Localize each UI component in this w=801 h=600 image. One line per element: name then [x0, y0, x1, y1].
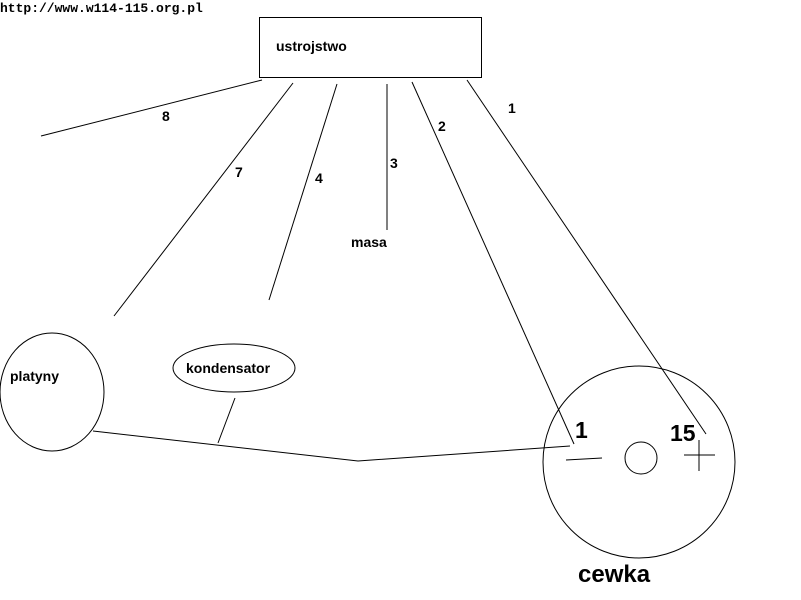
device-box	[259, 17, 482, 78]
wire-4	[268, 83, 338, 301]
wire-3-label: 3	[390, 155, 398, 171]
coil-terminal-15: 15	[670, 420, 696, 446]
coil-circle	[542, 365, 736, 559]
coil-terminal-1: 1	[575, 417, 588, 443]
capacitor-ellipse	[172, 343, 296, 393]
wire-2-label: 2	[438, 118, 446, 134]
device-label: ustrojstwo	[276, 38, 347, 54]
points-label: platyny	[10, 368, 59, 384]
coil-center-circle	[624, 441, 658, 475]
ground-label: masa	[351, 234, 387, 250]
minus-sign	[565, 457, 603, 461]
wire-2	[411, 81, 575, 445]
wire-7	[113, 82, 294, 317]
points-ellipse	[0, 332, 105, 452]
wire-1	[466, 79, 707, 435]
wire-4-label: 4	[315, 170, 323, 186]
wire-7-label: 7	[235, 164, 243, 180]
capacitor-label: kondensator	[186, 360, 271, 376]
points-to-coil-wire	[92, 430, 571, 462]
watermark-url: http://www.w114-115.org.pl	[0, 1, 203, 16]
coil-label: cewka	[578, 561, 651, 588]
wire-1-label: 1	[508, 100, 516, 116]
wire-8	[40, 79, 263, 137]
wire-8-label: 8	[162, 108, 170, 124]
capacitor-wire	[217, 397, 236, 444]
